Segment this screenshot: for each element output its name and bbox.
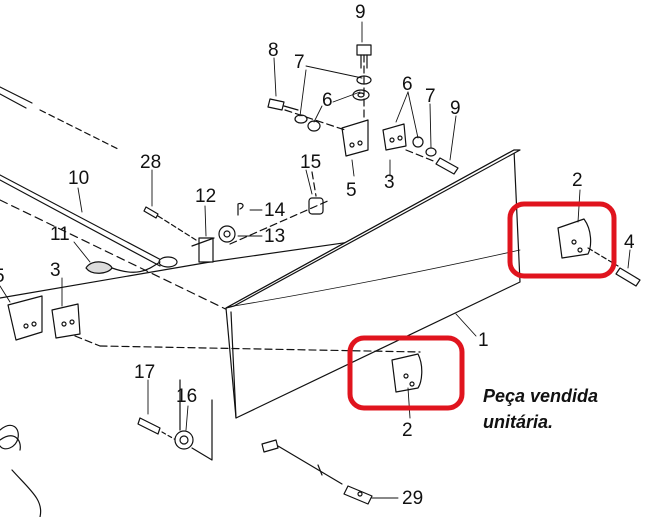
callout-13: 13 <box>264 226 285 247</box>
callout-10: 10 <box>68 168 89 189</box>
callout-2-bottom: 2 <box>402 420 413 441</box>
highlight-box-bottom <box>347 335 465 411</box>
callout-1: 1 <box>478 330 489 351</box>
bolt-part-17 <box>137 417 177 441</box>
callout-5-left: 5 <box>0 266 5 287</box>
callout-11: 11 <box>50 224 70 245</box>
callout-4: 4 <box>624 232 635 253</box>
spring-part <box>0 424 42 518</box>
callout-6-right: 6 <box>402 74 413 95</box>
note-line-2: unitária. <box>483 412 554 432</box>
highlight-box-right <box>507 201 617 279</box>
callout-6-left: 6 <box>322 90 333 111</box>
pin-part-14 <box>237 202 244 216</box>
bracket-part-12 <box>191 225 236 263</box>
callout-12: 12 <box>195 186 216 207</box>
handle-part-11 <box>85 261 161 274</box>
screw-part-28 <box>143 206 197 241</box>
callout-16: 16 <box>176 386 197 407</box>
assembly-lines <box>74 54 437 353</box>
cable-part-29 <box>261 439 373 505</box>
hinge-bracket-top <box>341 119 407 157</box>
panel-part-1 <box>225 149 521 419</box>
note-line-1: Peça vendida <box>483 386 599 406</box>
callout-9-right: 9 <box>450 98 461 119</box>
callout-28: 28 <box>140 152 161 173</box>
hinge-bracket-left <box>7 295 81 341</box>
hinge-part-2 <box>391 218 592 393</box>
callout-17: 17 <box>134 362 155 383</box>
callout-7-right: 7 <box>425 86 436 107</box>
callout-3-left: 3 <box>50 260 61 281</box>
callout-9-top: 9 <box>355 2 366 23</box>
note-text: Peça vendida unitária. <box>483 383 653 435</box>
callout-8: 8 <box>268 40 279 61</box>
callout-3-top: 3 <box>384 172 395 193</box>
callout-14: 14 <box>264 200 286 221</box>
fasteners-top <box>267 44 459 175</box>
callout-7-left: 7 <box>294 52 305 73</box>
rod-part-10 <box>0 174 178 268</box>
callout-2-top: 2 <box>572 170 583 191</box>
callout-15: 15 <box>300 152 321 173</box>
bushing-part-16 <box>174 379 213 461</box>
callout-5-top: 5 <box>346 180 357 201</box>
leader-lines <box>0 21 631 499</box>
callout-29: 29 <box>402 488 423 509</box>
